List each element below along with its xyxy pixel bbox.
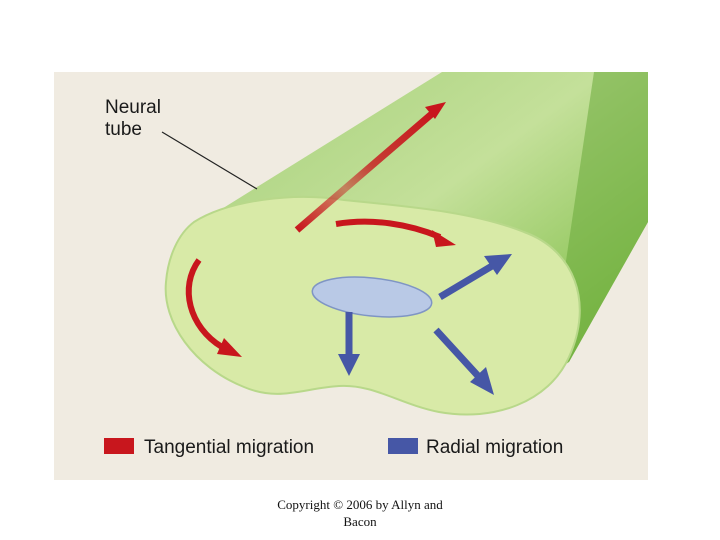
callout-line xyxy=(162,132,257,189)
neural-tube-diagram: Neural tube xyxy=(54,72,648,480)
callout-label-line2: tube xyxy=(105,119,142,140)
legend-swatch-tangential xyxy=(104,438,134,454)
callout-label-line1: Neural xyxy=(105,97,161,118)
legend-label-tangential: Tangential migration xyxy=(144,437,314,458)
legend-swatch-radial xyxy=(388,438,418,454)
legend-label-radial: Radial migration xyxy=(426,437,563,458)
copyright-line-2: Bacon xyxy=(0,513,720,530)
figure-panel: Neural tube xyxy=(54,72,648,480)
copyright-notice: Copyright © 2006 by Allyn and Bacon xyxy=(0,496,720,530)
copyright-line-1: Copyright © 2006 by Allyn and xyxy=(0,496,720,513)
